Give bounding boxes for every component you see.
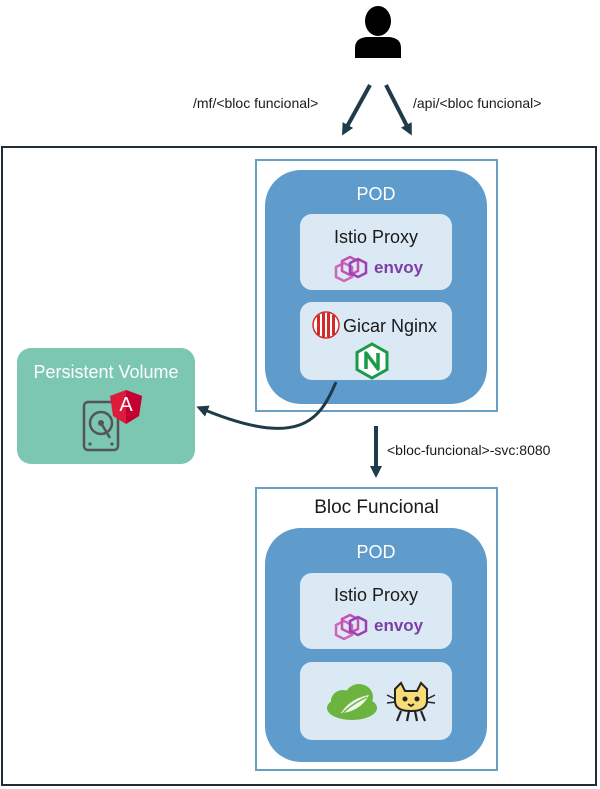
nginx-to-volume-connector — [196, 381, 338, 430]
tomcat-logo-icon — [386, 681, 436, 722]
backend-pod-title: POD — [356, 542, 396, 562]
backend-istio-label: Istio Proxy — [333, 585, 419, 605]
envoy-logo-icon — [334, 613, 368, 641]
user-icon — [355, 6, 401, 58]
arrow-api — [384, 84, 412, 136]
arrow-mf — [342, 84, 372, 136]
gicar-logo-icon — [312, 311, 340, 339]
route-api-label: /api/<bloc funcional> — [413, 95, 542, 111]
backend-istio-card — [300, 573, 452, 649]
frontend-envoy-text: envoy — [374, 258, 424, 277]
envoy-logo-icon — [334, 255, 368, 283]
backend-envoy-text: envoy — [374, 616, 424, 635]
frontend-pod-title: POD — [356, 184, 396, 204]
cluster-boundary — [1, 146, 597, 786]
bloc-funcional-title: Bloc Funcional — [314, 497, 439, 518]
service-label: <bloc-funcional>-svc:8080 — [387, 442, 551, 458]
persistent-volume — [17, 348, 195, 464]
spring-logo-icon — [327, 684, 377, 720]
angular-logo-icon — [110, 390, 142, 424]
route-mf-label: /mf/<bloc funcional> — [193, 95, 319, 111]
frontend-istio-card — [300, 214, 452, 290]
frontend-istio-label: Istio Proxy — [333, 227, 419, 247]
nginx-logo-icon — [355, 342, 389, 380]
hard-disk-icon — [82, 400, 120, 452]
persistent-volume-title: Persistent Volume — [33, 362, 179, 382]
gicar-nginx-label: Gicar Nginx — [343, 316, 438, 336]
angular-badge-letter: A — [119, 394, 133, 416]
